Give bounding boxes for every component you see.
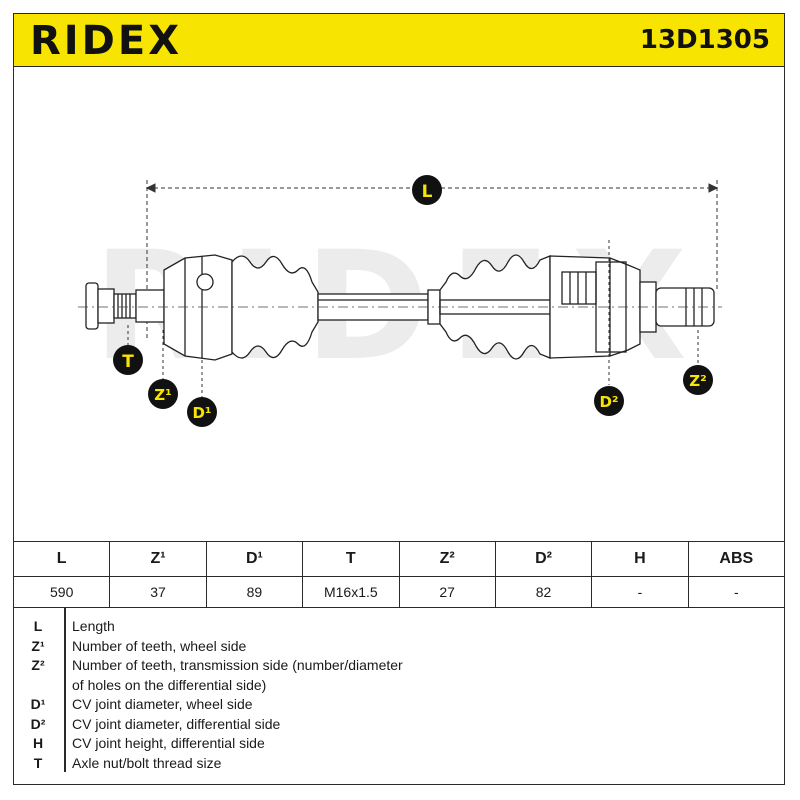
spec-header: D¹ bbox=[205, 541, 304, 577]
badge-D1-label: D¹ bbox=[192, 404, 211, 422]
spec-value: M16x1.5 bbox=[302, 576, 400, 608]
spec-header: Z¹ bbox=[109, 541, 207, 577]
legend-item: Z² Number of teeth, transmission side (n… bbox=[13, 657, 785, 677]
badge-L-label: L bbox=[422, 182, 433, 202]
drive-shaft-diagram: RIDEX bbox=[78, 175, 722, 427]
legend-code: D² bbox=[30, 715, 46, 732]
brand-logo: RIDEX bbox=[30, 18, 183, 64]
spec-value: 37 bbox=[109, 576, 207, 608]
spec-header: H bbox=[591, 541, 689, 577]
spec-value-row: 590 37 89 M16x1.5 27 82 - - bbox=[12, 576, 786, 608]
badge-D1: D¹ bbox=[187, 397, 217, 427]
legend-text: CV joint diameter, wheel side bbox=[72, 696, 253, 712]
legend-item: of holes on the differential side) bbox=[13, 677, 785, 697]
spec-value: 82 bbox=[494, 576, 593, 608]
legend-code: D¹ bbox=[30, 696, 46, 712]
legend-item: T Axle nut/bolt thread size bbox=[13, 755, 785, 775]
badge-L: L bbox=[412, 175, 442, 205]
legend: L Length Z¹ Number of teeth, wheel side … bbox=[13, 608, 785, 774]
badge-D2-label: D² bbox=[599, 393, 618, 411]
spec-value: 89 bbox=[205, 576, 304, 608]
legend-item: Z¹ Number of teeth, wheel side bbox=[13, 638, 785, 658]
legend-code: Z² bbox=[31, 657, 45, 673]
legend-item: L Length bbox=[13, 618, 785, 638]
spec-value: - bbox=[687, 576, 786, 608]
spec-header: T bbox=[302, 541, 400, 577]
spec-header: D² bbox=[494, 541, 593, 577]
legend-text: Length bbox=[72, 618, 115, 634]
badge-T: T bbox=[113, 345, 143, 375]
header-bar: RIDEX 13D1305 bbox=[13, 13, 785, 67]
legend-item: H CV joint height, differential side bbox=[13, 735, 785, 755]
badge-Z2-label: Z² bbox=[689, 372, 706, 390]
spec-value: - bbox=[591, 576, 689, 608]
legend-item: D² CV joint diameter, differential side bbox=[13, 716, 785, 736]
part-number: 13D1305 bbox=[639, 25, 770, 55]
legend-text: Axle nut/bolt thread size bbox=[72, 754, 222, 771]
legend-divider bbox=[64, 608, 66, 772]
legend-item: D¹ CV joint diameter, wheel side bbox=[13, 696, 785, 716]
legend-text: of holes on the differential side) bbox=[72, 676, 267, 693]
legend-text: CV joint height, differential side bbox=[72, 735, 265, 751]
badge-Z2: Z² bbox=[683, 365, 713, 395]
spec-value: 27 bbox=[398, 576, 496, 608]
legend-text: CV joint diameter, differential side bbox=[72, 715, 281, 732]
spec-header: ABS bbox=[687, 541, 786, 577]
legend-code: H bbox=[32, 735, 44, 751]
spec-table: L Z¹ D¹ T Z² D² H ABS 590 37 89 M16x1.5 … bbox=[12, 541, 786, 608]
legend-text: Number of teeth, wheel side bbox=[72, 637, 247, 654]
legend-code: T bbox=[33, 754, 43, 771]
badge-Z1-label: Z¹ bbox=[154, 386, 171, 404]
badge-D2: D² bbox=[594, 386, 624, 416]
legend-code: L bbox=[33, 618, 43, 634]
spec-value: 590 bbox=[12, 576, 111, 608]
leader-lines bbox=[127, 240, 699, 400]
badge-Z1: Z¹ bbox=[148, 379, 178, 409]
legend-text: Number of teeth, transmission side (numb… bbox=[72, 657, 403, 673]
spec-header-row: L Z¹ D¹ T Z² D² H ABS bbox=[12, 541, 786, 577]
spec-header: Z² bbox=[398, 541, 496, 577]
badge-T-label: T bbox=[122, 352, 134, 372]
spec-header: L bbox=[12, 541, 111, 577]
legend-code: Z¹ bbox=[31, 637, 45, 654]
